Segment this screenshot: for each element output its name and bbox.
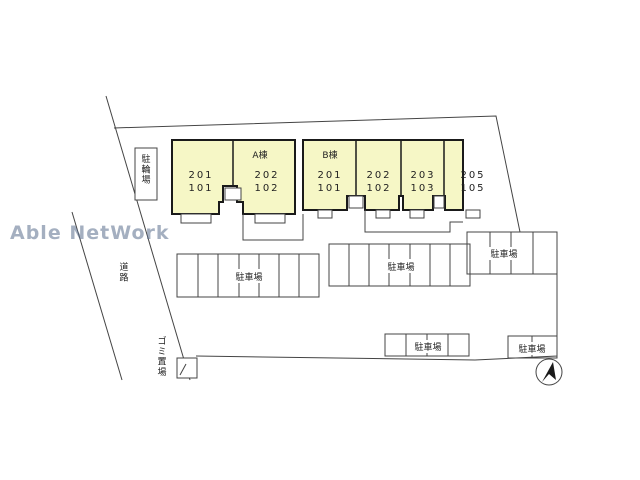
unit-lower: 102 xyxy=(366,183,391,194)
building-b: B棟 201 101 202 102 203 103 205 105 xyxy=(302,139,485,233)
parking-label: 駐車場 xyxy=(235,271,262,283)
parking-label: 駐車場 xyxy=(490,248,517,260)
parking-label: 駐車場 xyxy=(387,261,414,273)
balcony xyxy=(409,209,425,219)
parking-lot-4 xyxy=(384,333,470,357)
building-b-label: B棟 xyxy=(322,149,337,161)
garbage-area-box xyxy=(176,357,198,379)
parking-lot-2 xyxy=(328,243,471,287)
building-a-label: A棟 xyxy=(252,149,267,161)
entry-box xyxy=(433,195,445,209)
building-a: A棟 201 101 202 102 xyxy=(171,139,304,241)
parking-label-bg xyxy=(485,247,523,260)
building-a-step xyxy=(242,214,304,241)
unit-lower: 101 xyxy=(188,183,213,194)
unit-lower: 102 xyxy=(254,183,279,194)
parking-space xyxy=(197,253,219,298)
balcony xyxy=(375,209,391,219)
balcony xyxy=(180,213,212,224)
balcony xyxy=(317,209,333,219)
building-b-step xyxy=(364,210,463,233)
watermark: Able NetWork xyxy=(10,222,170,244)
unit-upper: 202 xyxy=(366,170,391,181)
parking-label-bg xyxy=(409,340,447,353)
parking-label-bg xyxy=(230,269,268,283)
parking-label: 駐車場 xyxy=(518,343,545,355)
garbage-area-label: ゴミ置場 xyxy=(157,335,166,378)
parking-space xyxy=(348,243,370,287)
unit-lower: 105 xyxy=(460,183,485,194)
garbage-area-door xyxy=(179,363,187,376)
north-arrow-icon xyxy=(535,358,563,386)
parking-label-bg xyxy=(513,342,551,355)
unit-upper: 205 xyxy=(460,170,485,181)
unit-upper: 202 xyxy=(254,170,279,181)
building-b-outline xyxy=(302,139,464,211)
unit-upper: 201 xyxy=(188,170,213,181)
parking-space xyxy=(384,333,407,357)
entry-box xyxy=(224,187,242,201)
parking-label-bg xyxy=(382,259,420,273)
parking-space xyxy=(449,243,471,287)
parking-space xyxy=(447,333,470,357)
road-lines xyxy=(71,95,191,381)
balcony xyxy=(465,209,481,219)
unit-lower: 101 xyxy=(317,183,342,194)
parking-space xyxy=(278,253,300,298)
unit-upper: 201 xyxy=(317,170,342,181)
parking-space xyxy=(176,253,199,298)
bicycle-parking-box xyxy=(134,147,158,201)
parking-space xyxy=(429,243,451,287)
road-label: 道路 xyxy=(119,261,128,283)
parking-space xyxy=(328,243,350,287)
parking-space xyxy=(532,231,558,275)
parking-space xyxy=(298,253,320,298)
balcony xyxy=(254,213,286,224)
unit-upper: 203 xyxy=(410,170,435,181)
entry-box xyxy=(348,195,364,209)
bicycle-parking-label: 駐輪場 xyxy=(141,153,150,186)
parking-label: 駐車場 xyxy=(414,341,441,353)
unit-lower: 103 xyxy=(410,183,435,194)
